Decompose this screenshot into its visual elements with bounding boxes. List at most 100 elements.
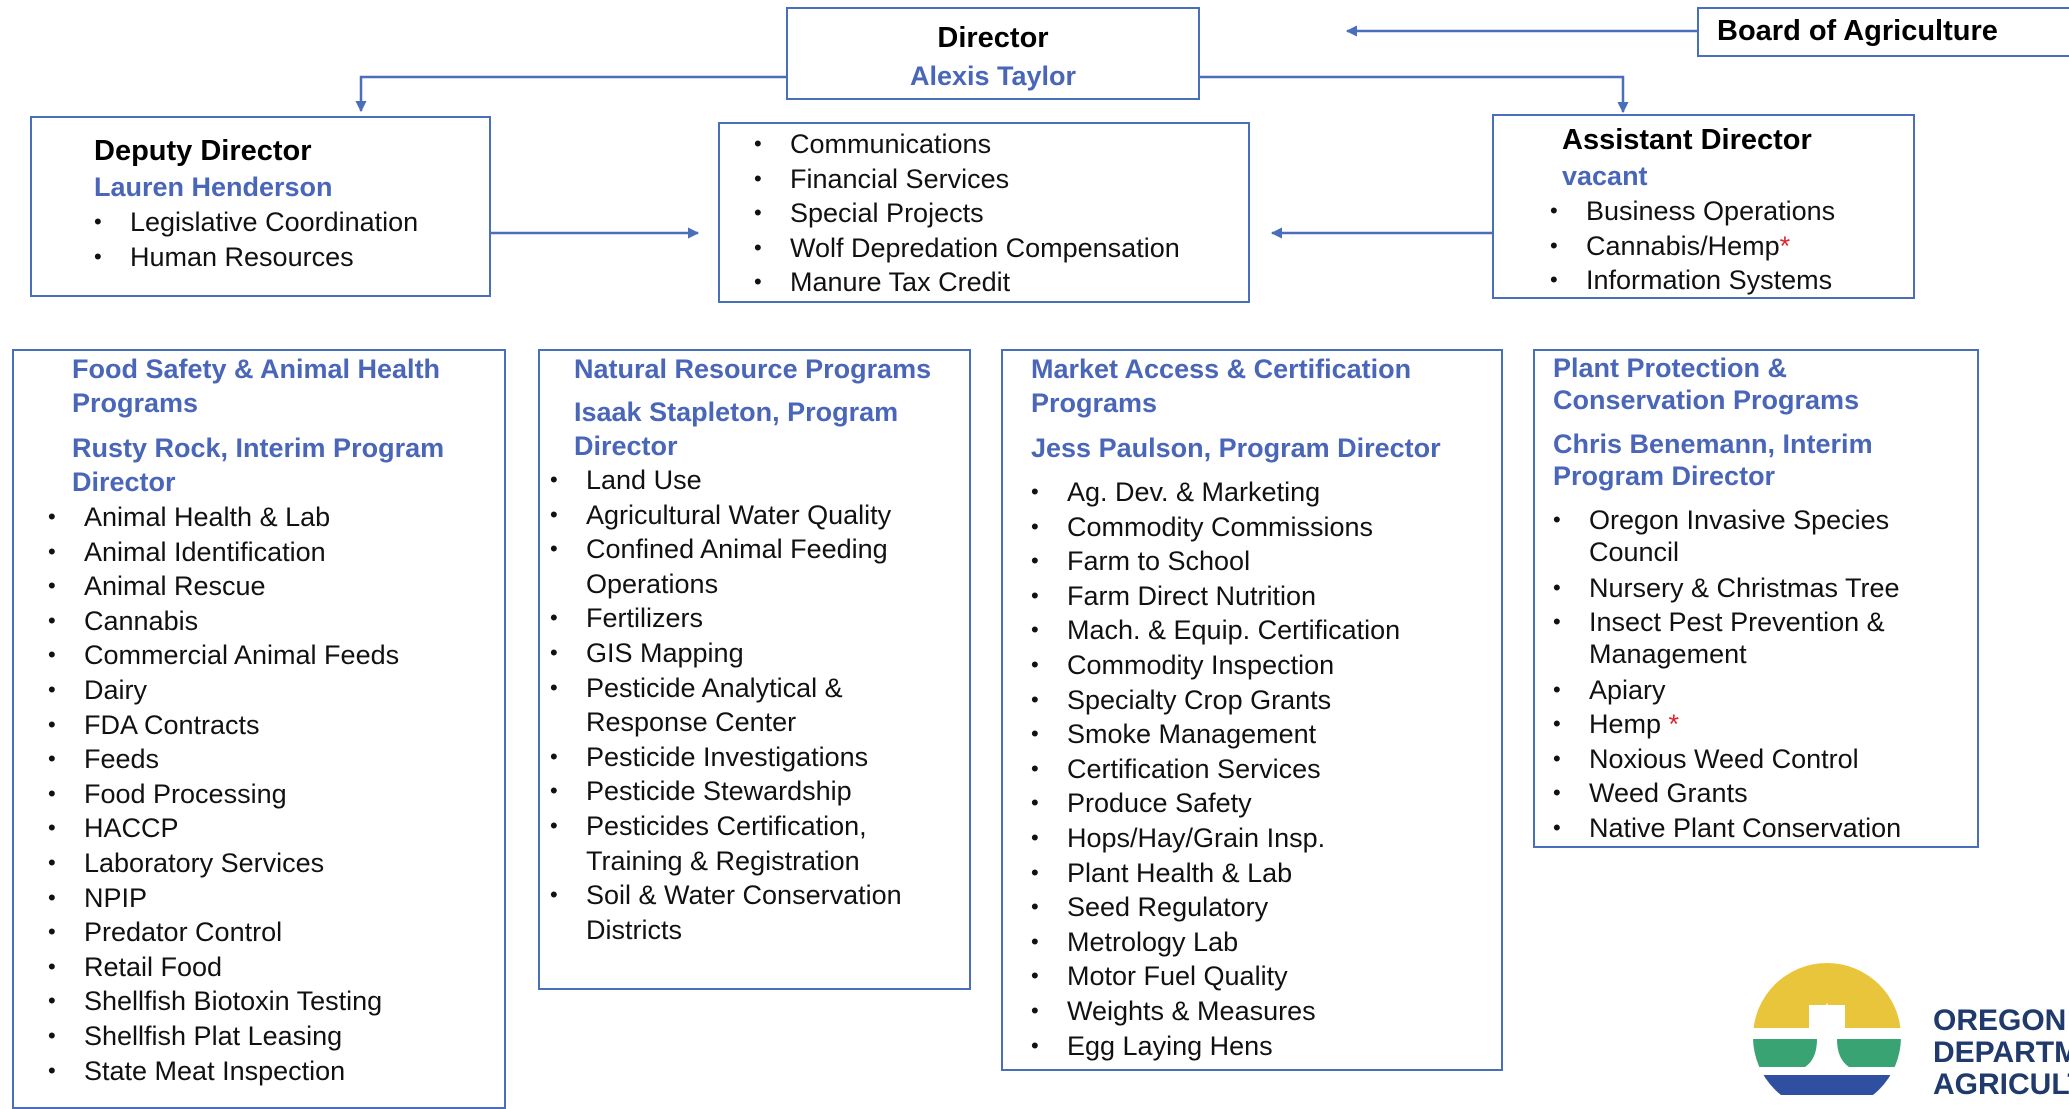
list-item: Human Resources [94,240,489,275]
list-item: Animal Identification [48,535,504,570]
list-item: Land Use [550,463,950,498]
list-item: Dairy [48,673,504,708]
logo-line-3: AGRICULTURE [1933,1068,2069,1101]
list-item: Native Plant Conservation [1553,811,1977,846]
list-item: Oregon Invasive Species Council [1553,504,1919,568]
logo-line-2: DEPARTMENT [1933,1036,2069,1069]
logo-field-right [1837,1039,1901,1067]
director-to-assistant-arrow [1200,75,1629,114]
list-item: Certification Services [1031,752,1501,787]
plant-protection-box: Plant Protection & Conservation Programs… [1533,349,1979,848]
list-item: GIS Mapping [550,636,950,671]
list-item: Hops/Hay/Grain Insp. [1031,821,1501,856]
list-item: Laboratory Services [48,846,504,881]
plant-protection-director: Chris Benemann, Interim Program Director [1553,429,1873,491]
logo-water [1753,1075,1901,1095]
list-item: Nursery & Christmas Tree [1553,571,1977,606]
list-item: Business Operations [1550,194,1913,229]
list-item: Pesticide Stewardship [550,774,950,809]
list-item: Pesticide Investigations [550,740,950,775]
list-item: FDA Contracts [48,708,504,743]
list-item: Farm Direct Nutrition [1031,579,1501,614]
list-item: Communications [754,127,1248,162]
list-item: Cannabis/Hemp* [1550,229,1913,264]
list-item: Weights & Measures [1031,994,1501,1029]
list-item: Financial Services [754,162,1248,197]
list-item: Commercial Animal Feeds [48,638,504,673]
assistant-list: Business Operations Cannabis/Hemp* Infor… [1550,194,1913,298]
list-item: Motor Fuel Quality [1031,959,1501,994]
list-item: NPIP [48,881,504,916]
list-item: Noxious Weed Control [1553,742,1977,777]
list-item: Information Systems [1550,263,1913,298]
director-title: Director [937,22,1049,54]
director-to-deputy-arrow [355,75,786,113]
list-item: Animal Rescue [48,569,504,604]
list-item: Retail Food [48,950,504,985]
director-office-box: Communications Financial Services Specia… [718,122,1250,303]
logo-line-1: OREGON [1933,1004,2067,1037]
list-item: Hemp * [1553,707,1977,742]
list-item: Predator Control [48,915,504,950]
list-item: Specialty Crop Grants [1031,683,1501,718]
market-access-box: Market Access & Certification Programs J… [1001,349,1503,1071]
board-box: Board of Agriculture [1697,7,2069,57]
market-access-program-title: Market Access & Certification Programs [1031,354,1412,418]
director-box: Director Alexis Taylor [786,7,1200,100]
list-item: Weed Grants [1553,776,1977,811]
list-item: Confined Animal Feeding Operations [550,532,916,601]
director-name: Alexis Taylor [909,61,1077,91]
list-item: Farm to School [1031,544,1501,579]
list-item: HACCP [48,811,504,846]
plant-protection-program-title: Plant Protection & Conservation Programs [1553,353,1860,415]
market-access-director: Jess Paulson, Program Director [1031,433,1441,463]
list-item: Commodity Commissions [1031,510,1501,545]
list-item: Apiary [1553,673,1977,708]
list-item: Smoke Management [1031,717,1501,752]
natural-resource-list: Land Use Agricultural Water Quality Conf… [550,463,950,947]
list-item: Produce Safety [1031,786,1501,821]
natural-resource-box: Natural Resource Programs Isaak Stapleto… [538,349,971,990]
list-item: Manure Tax Credit [754,265,1248,300]
natural-resource-director: Isaak Stapleton, Program Director [574,397,899,461]
list-item: Metrology Lab [1031,925,1501,960]
list-item: Agricultural Water Quality [550,498,950,533]
list-item: Legislative Coordination [94,205,489,240]
asterisk-note: * [1668,709,1680,740]
list-item: Food Processing [48,777,504,812]
deputy-director-box: Deputy Director Lauren Henderson Legisla… [30,116,491,297]
list-item: Special Projects [754,196,1248,231]
food-safety-list: Animal Health & Lab Animal Identificatio… [48,500,504,1088]
logo-field-left [1753,1039,1817,1067]
deputy-list: Legislative Coordination Human Resources [94,205,489,274]
list-item: Egg Laying Hens [1031,1029,1501,1064]
food-safety-program-title: Food Safety & Animal Health Programs [72,354,441,418]
asterisk-note: * [1779,230,1791,261]
list-item: Pesticides Certification, Training & Reg… [550,809,926,878]
plant-protection-list: Oregon Invasive Species Council Nursery … [1553,504,1977,846]
list-item: Pesticide Analytical & Response Center [550,671,906,740]
deputy-name: Lauren Henderson [94,172,333,202]
assistant-title: Assistant Director [1562,124,1812,156]
list-item: Feeds [48,742,504,777]
list-item: Seed Regulatory [1031,890,1501,925]
list-item: Cannabis [48,604,504,639]
deputy-title: Deputy Director [94,135,312,167]
natural-resource-program-title: Natural Resource Programs [574,354,932,384]
list-item: Soil & Water Conservation Districts [550,878,946,947]
list-item: Ag. Dev. & Marketing [1031,475,1501,510]
list-item: Insect Pest Prevention & Management [1553,606,1929,670]
board-label: Board of Agriculture [1717,15,1998,47]
market-access-list: Ag. Dev. & Marketing Commodity Commissio… [1031,475,1501,1063]
assistant-name: vacant [1562,161,1648,191]
list-item: Shellfish Plat Leasing [48,1019,504,1054]
list-item: Mach. & Equip. Certification [1031,613,1501,648]
list-item: Plant Health & Lab [1031,856,1501,891]
assistant-director-box: Assistant Director vacant Business Opera… [1492,114,1915,299]
list-item: Shellfish Biotoxin Testing [48,984,504,1019]
list-item: Animal Health & Lab [48,500,504,535]
food-safety-director: Rusty Rock, Interim Program Director [72,433,445,497]
list-item: Fertilizers [550,601,950,636]
oda-logo-icon [1753,963,1901,1095]
